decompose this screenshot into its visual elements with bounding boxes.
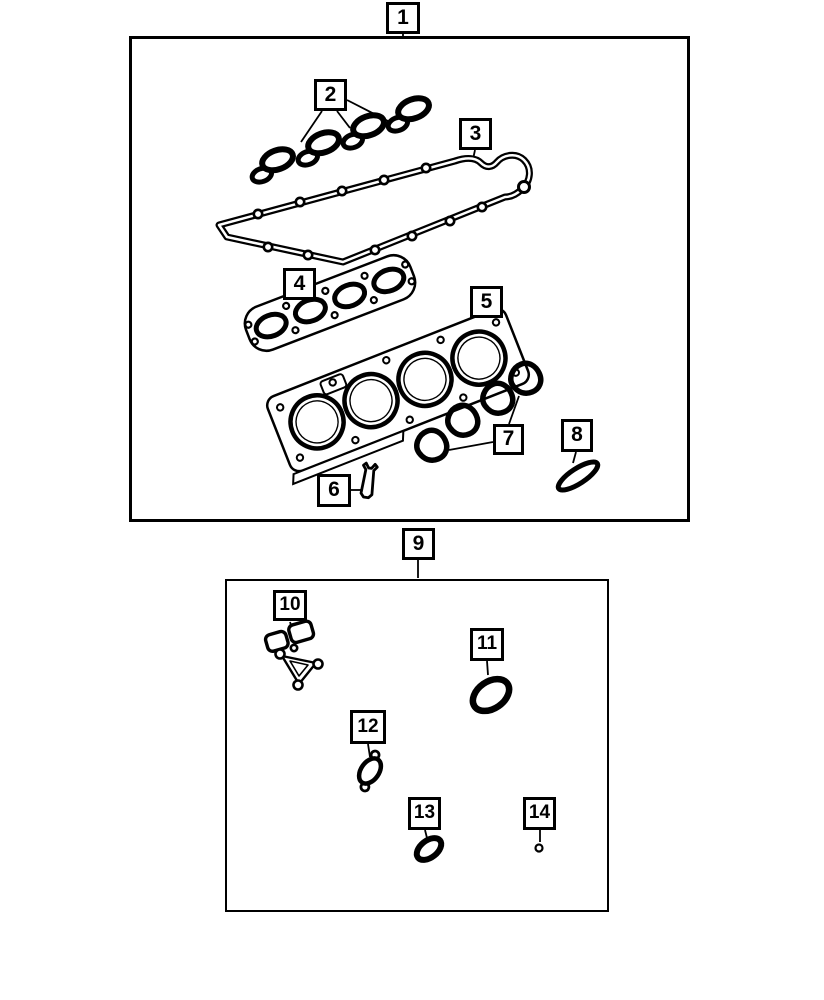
callout-9[interactable]: 9 xyxy=(402,528,435,560)
callout-8[interactable]: 8 xyxy=(561,419,593,452)
port-seals-drawing xyxy=(414,360,544,463)
leader-line xyxy=(486,660,489,676)
leader-line xyxy=(448,441,494,451)
gasket-kit-box-upper xyxy=(129,36,690,522)
gasket-grommets xyxy=(252,162,531,261)
callout-10[interactable]: 10 xyxy=(273,590,307,621)
callout-4[interactable]: 4 xyxy=(283,268,316,300)
flange-gasket-drawing xyxy=(356,749,384,793)
callout-6[interactable]: 6 xyxy=(317,474,351,507)
leader-line xyxy=(508,395,520,425)
outlet-gasket-drawing xyxy=(263,619,324,691)
spark-plug-tube-seals-drawing xyxy=(249,95,432,185)
gasket-kit-box-lower xyxy=(225,579,609,912)
leader-lines xyxy=(289,34,577,842)
callout-5[interactable]: 5 xyxy=(470,286,503,318)
valve-cover-gasket-drawing xyxy=(215,151,533,266)
callout-13[interactable]: 13 xyxy=(408,797,441,830)
callout-12[interactable]: 12 xyxy=(350,710,386,744)
leader-line xyxy=(300,110,323,143)
manifold-gasket-drawing xyxy=(243,253,417,353)
shaft-seal-drawing xyxy=(413,835,445,863)
leader-line xyxy=(572,451,577,464)
large-seal-drawing xyxy=(469,675,513,715)
callout-2[interactable]: 2 xyxy=(314,79,347,111)
callout-3[interactable]: 3 xyxy=(459,118,492,150)
callout-11[interactable]: 11 xyxy=(470,628,504,661)
leader-line xyxy=(367,743,371,758)
head-gasket-drawing xyxy=(265,307,531,486)
callout-1[interactable]: 1 xyxy=(386,2,420,34)
callout-7[interactable]: 7 xyxy=(493,424,524,455)
dowel-pin-drawing xyxy=(359,461,379,500)
o-ring-seal-drawing xyxy=(555,459,601,493)
small-o-ring-drawing xyxy=(534,843,544,853)
leader-line xyxy=(336,110,351,129)
callout-14[interactable]: 14 xyxy=(523,797,556,830)
leader-line xyxy=(424,829,428,839)
